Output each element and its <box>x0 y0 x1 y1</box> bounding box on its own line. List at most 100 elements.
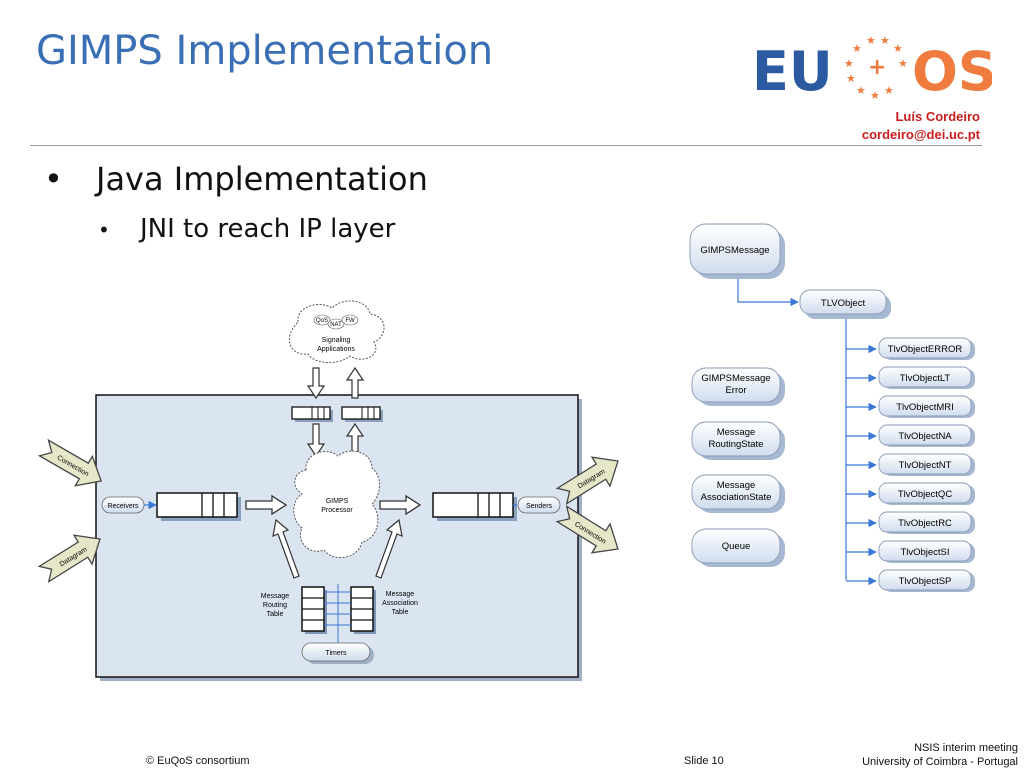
svg-text:★: ★ <box>856 84 866 97</box>
routing-table-label-1: Message <box>261 593 290 600</box>
class-gimpsmessage-error-label-2: Error <box>725 385 746 396</box>
logo-os-text: OS <box>912 40 992 103</box>
class-tlvobjectqc <box>878 482 972 504</box>
author-name: Luís Cordeiro <box>895 109 980 124</box>
cloud-tag-qos: QoS <box>313 314 331 326</box>
svg-text:★: ★ <box>844 57 854 70</box>
class-gimpsmessage <box>689 223 781 275</box>
footer-event-line1: NSIS interim meeting <box>914 742 1018 754</box>
signaling-apps-label-2: Applications <box>317 346 355 353</box>
cloud-tag-nat: NAT <box>327 318 345 330</box>
class-tlvobjectnt <box>878 453 972 475</box>
svg-text:FW: FW <box>345 318 355 324</box>
svg-text:★: ★ <box>870 89 880 102</box>
association-table-label-2: Association <box>382 600 418 607</box>
association-table-label-1: Message <box>386 591 415 598</box>
receivers-label: Receivers <box>107 503 139 510</box>
class-tlvobjectsi <box>878 540 972 562</box>
class-tlvobjectna-label: TlvObjectNA <box>898 431 952 442</box>
arrow-routing-to-processor <box>272 518 300 579</box>
svg-text:★: ★ <box>880 34 890 47</box>
footer-event: NSIS interim meeting University of Coimb… <box>862 741 1018 769</box>
class-tlvobjectlt-label: TlvObjectLT <box>900 373 951 384</box>
logo-plus-icon: + <box>868 55 886 80</box>
bullet-icon: • <box>44 160 63 198</box>
svg-text:★: ★ <box>884 84 894 97</box>
author-email: cordeiro@dei.uc.pt <box>861 127 980 142</box>
bullet-level2: • JNI to reach IP layer <box>98 214 395 244</box>
class-queue <box>691 528 781 564</box>
output-queue-small <box>341 406 383 422</box>
logo-eu-text: EU <box>752 40 833 103</box>
input-queue-small <box>291 406 333 422</box>
routing-table <box>301 586 327 634</box>
class-gimpsmessage-error <box>691 367 781 403</box>
tlv-branch-lines <box>846 344 877 586</box>
routing-table-label-2: Routing <box>263 602 287 609</box>
signaling-apps-label-1: Signaling <box>322 337 351 344</box>
arrow-processor-to-association <box>375 518 403 579</box>
class-tlvobjectsp <box>878 569 972 591</box>
class-gimpsmessage-label: GIMPSMessage <box>700 245 769 256</box>
footer-slide-number: Slide 10 <box>684 755 724 767</box>
svg-text:★: ★ <box>893 42 903 55</box>
bullet-level2-text: JNI to reach IP layer <box>140 214 396 244</box>
connector-root-to-tlv <box>737 275 799 307</box>
class-tlvobjectmri <box>878 395 972 417</box>
class-tlvobjectsi-label: TlvObjectSI <box>900 547 949 558</box>
slide-title: GIMPS Implementation <box>36 28 494 74</box>
class-tlvobject <box>799 289 887 315</box>
class-tlvobjectmri-label: TlvObjectMRI <box>896 402 954 413</box>
class-tlvobjectnt-label: TlvObjectNT <box>899 460 952 471</box>
class-tlvobjectlt <box>878 366 972 388</box>
svg-text:QoS: QoS <box>316 318 328 324</box>
class-tlvobjecterror <box>878 337 972 359</box>
class-tlvobjectrc-label: TlvObjectRC <box>898 518 952 529</box>
table-links <box>324 584 351 643</box>
arrow-down-to-queue <box>306 367 326 400</box>
arrow-down-to-processor <box>306 423 326 458</box>
timers-box <box>301 642 371 662</box>
class-message-routingstate-label-1: Message <box>717 427 756 438</box>
class-tlvobjectsp-label: TlvObjectSP <box>899 576 952 587</box>
bullet-level1-text: Java Implementation <box>96 160 428 198</box>
input-queue-large <box>156 492 241 521</box>
euqos-logo: EU ★★★ ★★★ ★★★ ★ + OS <box>752 34 992 103</box>
logo-stars-icon: ★★★ ★★★ ★★★ ★ <box>844 34 908 102</box>
class-message-routingstate-label-2: RoutingState <box>709 439 764 450</box>
processor-label-1: GIMPS <box>326 498 349 505</box>
processor-label-2: Processor <box>321 507 353 514</box>
senders-box <box>517 496 561 514</box>
association-table-label-3: Table <box>392 609 409 616</box>
header-divider <box>30 145 982 146</box>
class-tlvobjectrc <box>878 511 972 533</box>
class-gimpsmessage-error-label-1: GIMPSMessage <box>701 373 770 384</box>
class-tlvobjecterror-label: TlvObjectERROR <box>888 344 963 355</box>
standalone-classes-group: GIMPSMessageErrorMessageRoutingStateMess… <box>691 367 785 567</box>
senders-label: Senders <box>526 503 553 510</box>
svg-text:★: ★ <box>846 72 856 85</box>
class-queue-label-1: Queue <box>722 541 751 552</box>
routing-table-label-3: Table <box>267 611 284 618</box>
footer-event-line2: University of Coimbra - Portugal <box>862 756 1018 768</box>
svg-text:NAT: NAT <box>330 322 342 328</box>
svg-text:★: ★ <box>852 42 862 55</box>
association-table <box>350 586 376 634</box>
timers-label: Timers <box>325 650 347 657</box>
class-tlvobjectna <box>878 424 972 446</box>
signaling-apps-cloud <box>288 300 385 363</box>
gimps-processor-cloud <box>293 450 380 558</box>
class-tlvobject-label: TLVObject <box>821 298 866 309</box>
arrow-up-from-queue <box>345 366 365 399</box>
bullet-level1: • Java Implementation <box>44 160 428 198</box>
class-message-associationstate <box>691 474 781 510</box>
class-tlvobjectqc-label: TlvObjectQC <box>898 489 953 500</box>
bullet-icon: • <box>98 218 110 242</box>
class-message-associationstate-label-2: AssociationState <box>701 492 772 503</box>
author-block: Luís Cordeiro cordeiro@dei.uc.pt <box>862 108 980 144</box>
svg-text:★: ★ <box>898 57 908 70</box>
cloud-tag-fw: FW <box>341 314 359 326</box>
class-message-associationstate-label-1: Message <box>717 480 756 491</box>
output-queue-large <box>432 492 517 521</box>
